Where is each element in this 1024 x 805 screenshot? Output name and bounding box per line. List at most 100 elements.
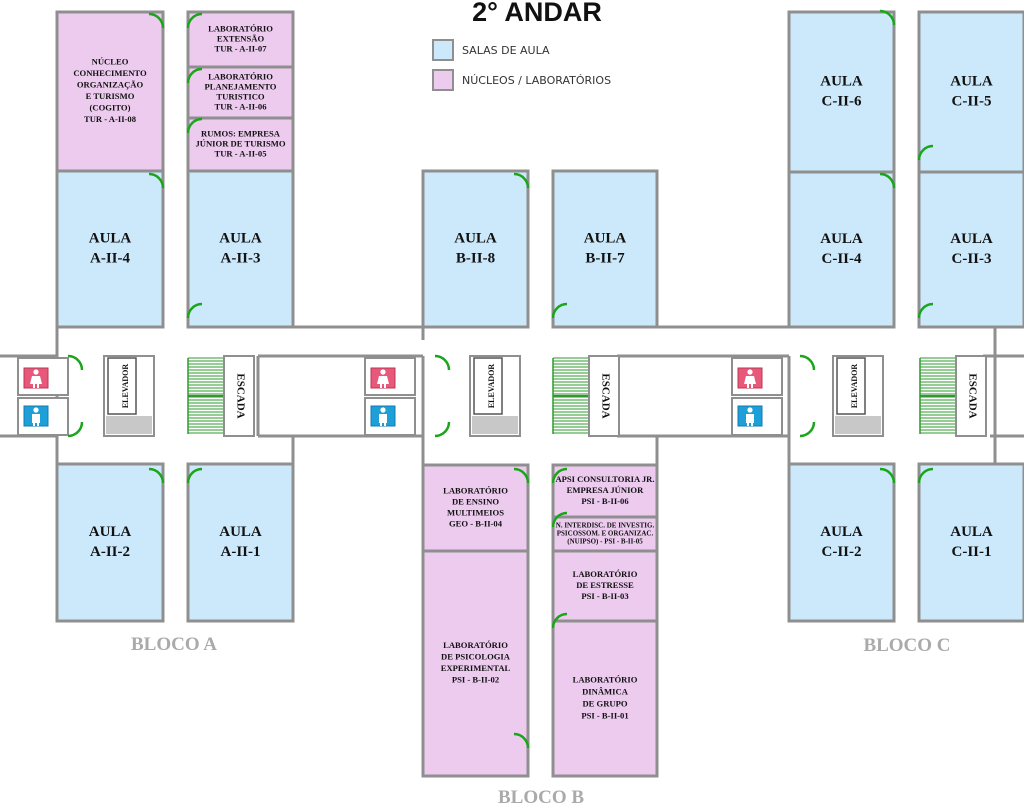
room-label-line: C-II-2 bbox=[822, 544, 862, 560]
room-label-line: E TURISMO bbox=[86, 91, 135, 101]
room-box bbox=[551, 549, 659, 623]
door-swing-icon bbox=[799, 354, 816, 371]
elevator-shaft bbox=[472, 416, 518, 434]
room-label-line: EXPERIMENTAL bbox=[441, 663, 511, 673]
room-label-line: JÚNIOR DE TURISMO bbox=[195, 138, 285, 148]
door-swing-icon bbox=[513, 732, 530, 749]
room-label-line: TUR - A-II-06 bbox=[214, 101, 267, 111]
room-label-line: DE ESTRESSE bbox=[576, 580, 634, 590]
corridor-wall bbox=[993, 327, 1024, 358]
room-label-line: TURISTICO bbox=[216, 91, 265, 101]
room-label-line: LABORATÓRIO bbox=[208, 23, 273, 33]
room-box bbox=[787, 170, 896, 329]
room-label-line: AULA bbox=[820, 73, 863, 89]
room-label-line: B-II-7 bbox=[585, 250, 625, 266]
room-label-line: A-II-1 bbox=[221, 544, 261, 560]
room-box bbox=[186, 116, 295, 173]
room-label-line: LABORATÓRIO bbox=[443, 640, 508, 650]
door-swing-icon bbox=[551, 612, 568, 629]
room-box bbox=[551, 619, 659, 778]
stairs-label: ESCADA bbox=[234, 373, 246, 418]
room-label-line: C-II-6 bbox=[822, 93, 862, 109]
room-label-line: RUMOS: EMPRESA bbox=[201, 128, 281, 138]
room-label-line: NÚCLEO bbox=[92, 57, 129, 67]
room-label-line: AULA bbox=[219, 230, 262, 246]
room-label-line: DE GRUPO bbox=[582, 698, 627, 708]
room-box bbox=[787, 10, 896, 174]
male-figure-icon bbox=[379, 407, 387, 426]
room-box bbox=[186, 169, 295, 329]
room-label-line: N. INTERDISC. DE INVESTIG. bbox=[556, 522, 655, 530]
legend-label-classroom: SALAS DE AULA bbox=[462, 44, 550, 57]
stairs bbox=[187, 357, 225, 434]
corridor-wall bbox=[993, 434, 1024, 464]
elevator-car bbox=[107, 357, 137, 415]
legend-swatch-lab bbox=[432, 69, 454, 91]
door-swing-icon bbox=[186, 12, 203, 29]
stairs-label: ESCADA bbox=[599, 373, 611, 418]
room-label-line: AULA bbox=[950, 524, 993, 540]
classroom-20: AULA C-II-2 bbox=[787, 462, 896, 623]
room-box bbox=[917, 10, 1024, 174]
room-label-line: EMPRESA JÚNIOR bbox=[567, 485, 644, 495]
female-figure-icon bbox=[744, 369, 756, 388]
page-title: 2° ANDAR bbox=[472, 0, 602, 27]
door-swing-icon bbox=[67, 421, 84, 438]
elevator-shaft bbox=[106, 416, 152, 434]
block-name-c: BLOCO C bbox=[863, 635, 950, 656]
room-label-line: DE PSICOLOGIA bbox=[441, 652, 511, 662]
legend-label-lab: NÚCLEOS / LABORATÓRIOS bbox=[462, 74, 611, 87]
room-box bbox=[421, 463, 530, 553]
room-box bbox=[917, 462, 1024, 623]
legend: SALAS DE AULA NÚCLEOS / LABORATÓRIOS bbox=[432, 39, 611, 91]
room-label-line: MULTIMEIOS bbox=[447, 507, 504, 517]
room-label-line: C-II-5 bbox=[952, 93, 992, 109]
room-label-line: AULA bbox=[820, 524, 863, 540]
door-swing-icon bbox=[551, 467, 568, 484]
door-swing-icon bbox=[148, 12, 165, 29]
door-swing-icon bbox=[551, 302, 568, 319]
elevator-shaft bbox=[835, 416, 881, 434]
door-swing-icon bbox=[799, 421, 816, 438]
stairs bbox=[552, 357, 590, 434]
door-swing-icon bbox=[148, 172, 165, 189]
door-swing-icon bbox=[879, 467, 896, 484]
room-box bbox=[55, 169, 165, 329]
stairwell bbox=[588, 355, 620, 437]
female-figure-icon bbox=[377, 369, 389, 388]
female-figure-icon bbox=[30, 369, 42, 388]
room-label-line: C-II-4 bbox=[822, 251, 862, 267]
room-label-line: LABORATÓRIO bbox=[573, 569, 638, 579]
room-label-line: TUR - A-II-07 bbox=[214, 43, 267, 53]
room-box bbox=[186, 462, 295, 623]
room-label-line: C-II-1 bbox=[952, 544, 992, 560]
room-label-line: PSI - B-II-06 bbox=[581, 496, 629, 506]
room-label-line: PSI - B-II-01 bbox=[581, 710, 628, 720]
room-label-line: (NUIPSO) - PSI - B-II-05 bbox=[567, 538, 643, 546]
elevator-label: ELEVADOR bbox=[487, 364, 496, 409]
lab-room-12: N. INTERDISC. DE INVESTIG.PSICOSSOM. E O… bbox=[551, 515, 659, 553]
room-label-line: PSI - B-II-03 bbox=[581, 591, 628, 601]
room-label-line: TUR - A-II-05 bbox=[214, 148, 266, 158]
room-box bbox=[917, 170, 1024, 329]
elevator-car bbox=[473, 357, 503, 415]
door-swing-icon bbox=[186, 117, 203, 134]
classroom-16: AULA C-II-6 bbox=[787, 10, 896, 174]
door-swing-icon bbox=[917, 302, 934, 319]
